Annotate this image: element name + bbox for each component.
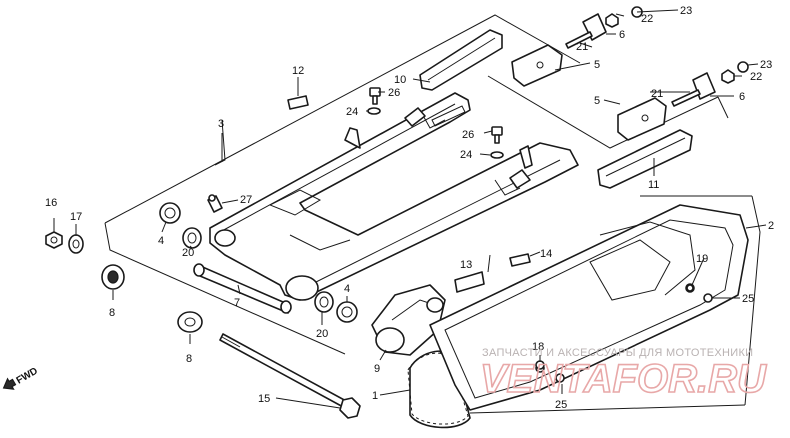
callout-8-lower: 8 — [186, 353, 192, 365]
callout-23-upper: 23 — [680, 5, 692, 17]
bolt-26-lower — [491, 126, 503, 144]
locknut-22-upper — [605, 13, 619, 28]
callout-15: 15 — [258, 393, 270, 405]
washer-24-upper — [367, 107, 381, 115]
callout-23-lower: 23 — [760, 59, 772, 71]
caution-labels — [287, 95, 531, 293]
leader-lines — [53, 9, 767, 409]
dust-seal-8-upper — [101, 264, 125, 290]
label-13 — [454, 271, 485, 293]
bolt-26-upper — [369, 87, 381, 105]
callout-13: 13 — [460, 259, 472, 271]
collar-4-upper — [159, 202, 181, 224]
collar-4-lower — [336, 301, 358, 323]
callout-7: 7 — [234, 297, 240, 309]
chain-slider-10 — [419, 29, 503, 91]
callout-19: 19 — [696, 253, 708, 265]
callout-17: 17 — [70, 211, 82, 223]
grease-fitting-27 — [207, 194, 223, 213]
callout-6-lower: 6 — [739, 91, 745, 103]
screw-26-case — [703, 293, 713, 303]
pivot-components — [45, 194, 361, 419]
callout-18: 18 — [532, 341, 544, 353]
rivet-19 — [686, 284, 694, 292]
callout-10: 10 — [394, 74, 406, 86]
watermark-logo: VENTAFOR.RU — [480, 357, 767, 401]
callout-numbers: 1 2 3 4 4 5 5 6 6 7 8 8 9 10 11 12 13 14… — [45, 5, 774, 411]
washer-17 — [68, 234, 84, 254]
callout-22-upper: 22 — [641, 13, 653, 25]
swingarm — [209, 92, 579, 301]
watermark-caption: ЗАПЧАСТИ И АКСЕССУАРЫ ДЛЯ МОТОТЕХНИКИ — [482, 347, 753, 359]
callout-27: 27 — [240, 194, 252, 206]
callout-5-lower: 5 — [594, 95, 600, 107]
callout-21-lower: 21 — [651, 88, 663, 100]
locknut-22-lower — [721, 69, 735, 84]
callout-25-case: 25 — [742, 293, 754, 305]
callout-1: 1 — [372, 390, 378, 402]
callout-4-lower: 4 — [344, 283, 350, 295]
callout-16: 16 — [45, 197, 57, 209]
callout-8-upper: 8 — [109, 307, 115, 319]
callout-4-upper: 4 — [158, 235, 164, 247]
callout-22-lower: 22 — [750, 71, 762, 83]
callout-26-lower: 26 — [462, 129, 474, 141]
mounting-hardware — [367, 87, 713, 383]
forward-direction-indicator: FWD — [2, 366, 40, 390]
dust-seal-8-lower — [177, 311, 203, 333]
callout-20-upper: 20 — [182, 247, 194, 259]
callout-14: 14 — [540, 248, 552, 260]
adjuster-bolt-21-upper — [565, 31, 593, 49]
callout-24-lower: 24 — [460, 149, 472, 161]
label-14 — [509, 253, 531, 267]
label-12 — [287, 95, 309, 110]
callout-5-upper: 5 — [594, 59, 600, 71]
chain-adjusters — [419, 6, 749, 189]
callout-2: 2 — [768, 220, 774, 232]
washer-24-lower — [490, 151, 504, 159]
chain-slider-11 — [597, 129, 693, 189]
chain-case-2 — [429, 204, 749, 411]
callout-11: 11 — [648, 179, 659, 191]
pivot-bolt-15 — [219, 333, 361, 419]
callout-25-lower: 25 — [555, 399, 567, 411]
callout-6-upper: 6 — [619, 29, 625, 41]
fwd-label: FWD — [15, 366, 40, 387]
callout-12: 12 — [292, 65, 304, 77]
bushing-20-lower — [314, 291, 334, 313]
forward-arrow-icon — [2, 377, 17, 390]
screw-25 — [555, 373, 565, 383]
chain-slider-9 — [371, 284, 446, 356]
callout-24-upper: 24 — [346, 106, 358, 118]
bushing-20-upper — [182, 227, 202, 249]
callout-26-upper: 26 — [388, 87, 400, 99]
callout-9: 9 — [374, 363, 380, 375]
callout-21-upper: 21 — [576, 41, 588, 53]
cap-23-lower — [737, 61, 749, 73]
adjuster-bolt-21-lower — [671, 89, 701, 107]
nut-16 — [45, 231, 63, 249]
pivot-tube-7 — [193, 263, 292, 314]
callout-20-lower: 20 — [316, 328, 328, 340]
callout-3: 3 — [218, 118, 224, 130]
watermark: ЗАПЧАСТИ И АКСЕССУАРЫ ДЛЯ МОТОТЕХНИКИ VE… — [479, 347, 768, 402]
